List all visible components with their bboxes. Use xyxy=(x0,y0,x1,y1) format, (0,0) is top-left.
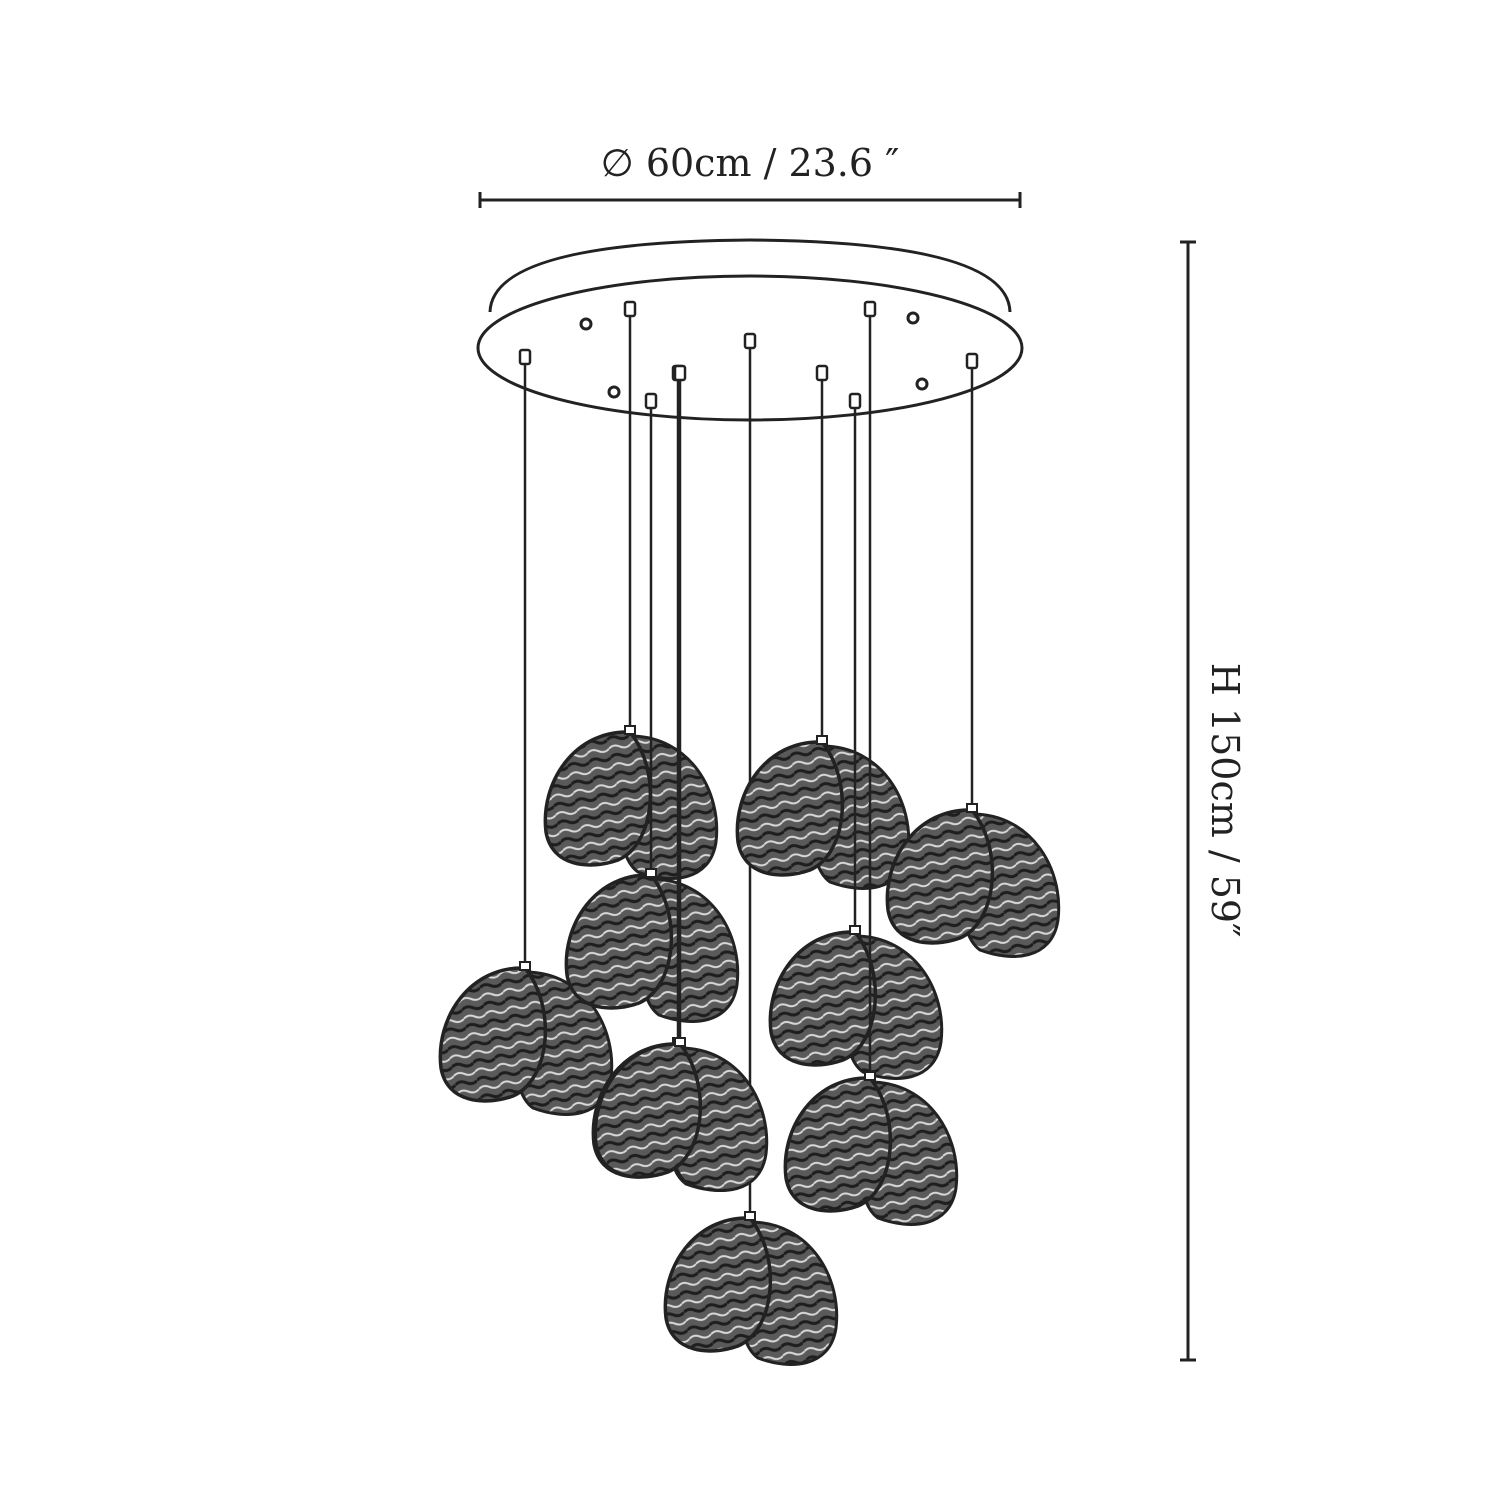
cord-cap xyxy=(965,352,979,370)
shade-front-leaf xyxy=(543,730,653,867)
shade-front-leaf xyxy=(438,966,548,1103)
height-label: H 150cm / 59″ xyxy=(1203,663,1247,938)
pendant-9 xyxy=(885,352,1061,958)
diameter-label: ∅ 60cm / 23.6 ″ xyxy=(601,141,900,185)
cord-cap xyxy=(518,348,532,366)
shade-front-leaf xyxy=(735,740,845,877)
cord-cap xyxy=(743,332,757,350)
pendant-2 xyxy=(543,300,719,880)
cord-cap xyxy=(848,392,862,410)
shade-front-leaf xyxy=(783,1076,893,1213)
screw-2 xyxy=(906,311,920,325)
shade-hook xyxy=(519,961,531,971)
screw-1 xyxy=(579,317,593,331)
shade-hook xyxy=(674,1037,686,1047)
shade-hook xyxy=(744,1211,756,1221)
pendants xyxy=(438,300,1061,1366)
pendant-7 xyxy=(768,392,944,1080)
screw-3 xyxy=(607,385,621,399)
shade-hook xyxy=(864,1071,876,1081)
shade-front-leaf xyxy=(885,808,995,945)
pendant-1 xyxy=(438,348,614,1116)
shade-hook xyxy=(624,725,636,735)
screw-4 xyxy=(915,377,929,391)
cord-cap xyxy=(644,392,658,410)
shade-hook xyxy=(849,925,861,935)
pendant-10 xyxy=(593,364,769,1192)
diameter-dimension: ∅ 60cm / 23.6 ″ xyxy=(478,141,1022,208)
shade-hook xyxy=(966,803,978,813)
cord-cap xyxy=(815,364,829,382)
cord-cap xyxy=(863,300,877,318)
pendant-5 xyxy=(663,332,839,1366)
height-dimension: H 150cm / 59″ xyxy=(1180,240,1247,1362)
shade-front-leaf xyxy=(593,1042,703,1179)
shade-front-leaf xyxy=(663,1216,773,1353)
pendant-6 xyxy=(735,364,911,890)
shade-front-leaf xyxy=(768,930,878,1067)
cord-cap xyxy=(673,364,687,382)
pendant-3 xyxy=(564,392,740,1023)
shade-hook xyxy=(816,735,828,745)
cord-cap xyxy=(623,300,637,318)
canopy-screws xyxy=(579,311,929,399)
canopy-rim xyxy=(488,238,1012,313)
pendant-8 xyxy=(783,300,959,1226)
shade-front-leaf xyxy=(564,873,674,1010)
shade-hook xyxy=(645,868,657,878)
